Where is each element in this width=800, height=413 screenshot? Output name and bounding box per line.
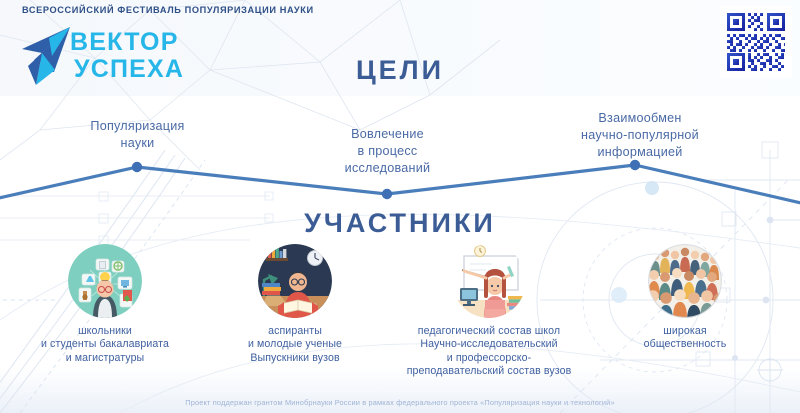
page-title-participants: УЧАСТНИКИ <box>304 208 496 238</box>
qr-code-icon <box>723 9 789 75</box>
arrow-star-icon <box>22 27 70 85</box>
logo-line-1: ВЕКТОР <box>70 28 179 56</box>
logo: ВЕКТОР УСПЕХА <box>12 24 208 88</box>
crowd-of-people-image <box>648 244 722 318</box>
schoolchild-with-science-icons-image <box>68 244 142 318</box>
festival-title: ВСЕРОССИЙСКИЙ ФЕСТИВАЛЬ ПОПУЛЯРИЗАЦИИ НА… <box>22 5 314 15</box>
qr-code[interactable] <box>720 6 792 78</box>
teacher-at-whiteboard-image <box>452 244 526 318</box>
logo-wordmark: ВЕКТОР УСПЕХА <box>70 30 210 86</box>
page-title-goals: ЦЕЛИ <box>355 55 445 85</box>
logo-line-2: УСПЕХА <box>74 55 185 83</box>
footer-grant-note: Проект поддержан грантом Минобрнауки Рос… <box>185 398 615 407</box>
student-reading-at-desk-image <box>258 244 332 318</box>
